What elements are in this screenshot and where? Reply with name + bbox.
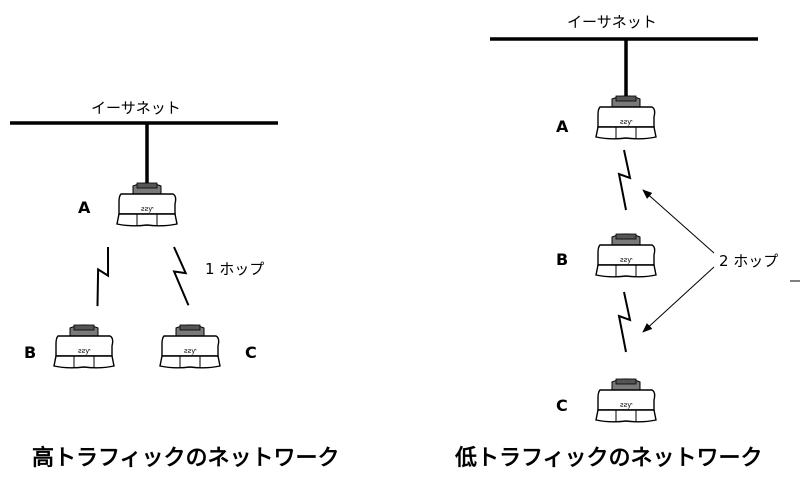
node-label: A xyxy=(78,198,91,217)
wireless-link-icon xyxy=(89,244,115,308)
diagram-caption: 高トラフィックのネットワーク xyxy=(32,446,340,471)
access-point-icon xyxy=(595,378,657,423)
wireless-link-icon xyxy=(618,149,631,211)
node-label: B xyxy=(556,250,569,269)
node-label: A xyxy=(556,117,569,136)
network-label: イーサネット xyxy=(91,99,181,117)
node-label: C xyxy=(245,343,257,362)
access-point-icon xyxy=(159,324,221,369)
left-diagram xyxy=(10,121,278,369)
access-point-icon xyxy=(595,95,657,140)
access-point-icon xyxy=(595,233,657,278)
node-label: B xyxy=(24,343,37,362)
wireless-link-icon xyxy=(618,291,631,353)
network-label: イーサネット xyxy=(567,13,657,31)
hop-count-label: 2 ホップ xyxy=(719,252,779,270)
hop-count-label: 1 ホップ xyxy=(205,260,265,278)
node-label: C xyxy=(556,396,568,415)
pointer-arrow-icon xyxy=(642,189,715,254)
access-point-icon xyxy=(116,182,178,227)
access-point-icon xyxy=(53,324,115,369)
wireless-link-icon xyxy=(168,244,194,308)
pointer-arrow-icon xyxy=(642,266,715,333)
right-diagram xyxy=(490,37,800,423)
diagram-caption: 低トラフィックのネットワーク xyxy=(455,446,763,471)
